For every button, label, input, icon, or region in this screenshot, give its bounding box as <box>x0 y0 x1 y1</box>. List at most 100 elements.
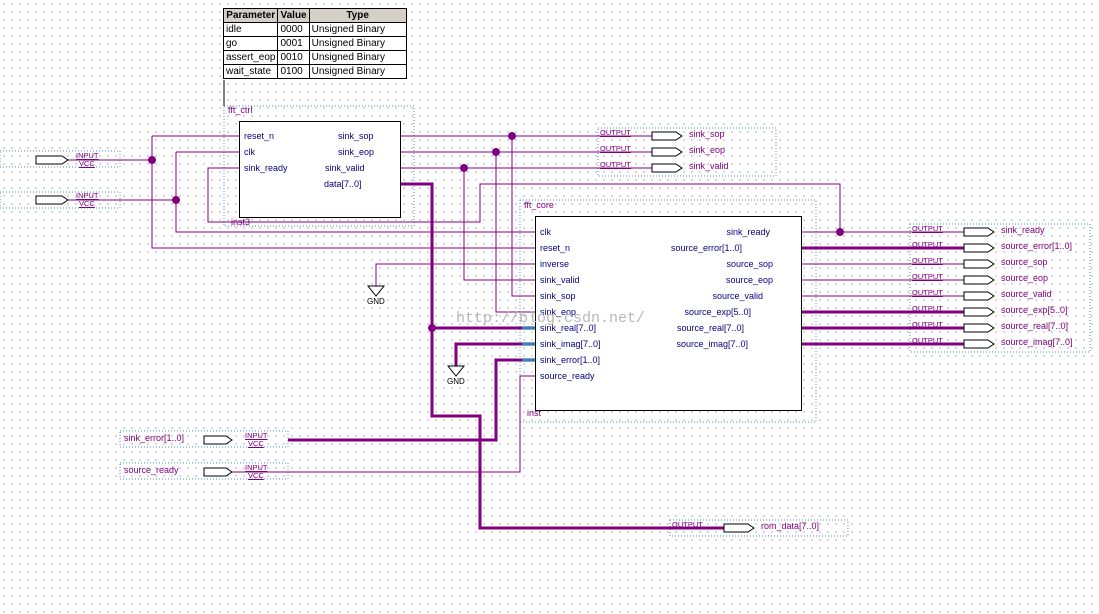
input-pin-icon <box>203 435 233 445</box>
output-pin-name-sink-valid: sink_valid <box>689 161 729 171</box>
output-pin-name-source-exp: source_exp[5..0] <box>1001 305 1068 315</box>
core-input-sink-valid: sink_valid <box>540 275 580 285</box>
output-pin-name-rom-data: rom_data[7..0] <box>761 521 820 531</box>
output-pin-name-source-error: source_error[1..0] <box>1001 241 1073 251</box>
core-output-source-exp: source_exp[5..0] <box>684 307 751 317</box>
output-pin-name-source-eop: source_eop <box>1001 273 1049 283</box>
output-pin-icon <box>651 131 683 141</box>
output-pin-kind: OUTPUT <box>600 144 631 153</box>
junction-dot <box>460 164 468 172</box>
core-input-sink-imag: sink_imag[7..0] <box>540 339 601 349</box>
output-pin-icon <box>963 227 995 237</box>
output-pin-kind: OUTPUT <box>912 272 943 281</box>
watermark: http://blog.csdn.net/ <box>456 310 646 327</box>
input-pin-icon <box>203 467 233 477</box>
input-pin-frame-3 <box>119 430 289 448</box>
core-input-clk: clk <box>540 227 551 237</box>
junction-dot <box>172 196 180 204</box>
output-pin-name-source-sop: source_sop <box>1001 257 1048 267</box>
input-pin-icon <box>35 155 69 165</box>
input-pin-kind: INPUT <box>76 151 99 160</box>
core-input-source-ready: source_ready <box>540 371 595 381</box>
input-pin-kind: INPUT <box>76 191 99 200</box>
ctrl-input-reset-n: reset_n <box>244 131 275 141</box>
output-pin-kind: OUTPUT <box>912 256 943 265</box>
table-row: wait_state 0100 Unsigned Binary <box>222 64 407 79</box>
core-input-reset-n: reset_n <box>540 243 571 253</box>
output-pin-kind: OUTPUT <box>672 520 703 529</box>
fft-ctrl-frame <box>223 105 415 227</box>
output-pin-kind: OUTPUT <box>600 160 631 169</box>
output-pin-kind: OUTPUT <box>912 304 943 313</box>
fft-core-instance: inst <box>527 408 542 418</box>
input-pin-default: VCC <box>248 439 264 448</box>
ctrl-output-sink-sop: sink_sop <box>338 131 374 141</box>
core-output-source-eop: source_eop <box>725 275 773 285</box>
input-pin-frame-1 <box>0 150 121 168</box>
core-output-source-sop: source_sop <box>726 259 773 269</box>
output-pin-icon <box>651 163 683 173</box>
gnd-label: GND <box>447 377 465 386</box>
core-output-source-error: source_error[1..0] <box>670 243 742 253</box>
fft-ctrl-block[interactable] <box>239 121 401 218</box>
core-output-source-valid: source_valid <box>712 291 763 301</box>
input-pin-name-source-ready: source_ready <box>124 465 179 475</box>
gnd-symbol <box>366 285 386 297</box>
output-pin-kind: OUTPUT <box>912 288 943 297</box>
core-output-source-imag: source_imag[7..0] <box>676 339 748 349</box>
value-cell: 0100 <box>277 64 310 79</box>
core-output-sink-ready: sink_ready <box>726 227 770 237</box>
input-pin-kind: INPUT <box>245 463 268 472</box>
ctrl-input-sink-ready: sink_ready <box>244 163 288 173</box>
gnd-symbol <box>446 365 466 377</box>
output-pin-icon <box>963 291 995 301</box>
output-pin-name-sink-sop: sink_sop <box>689 129 725 139</box>
output-pin-icon <box>651 147 683 157</box>
junction-dot <box>148 156 156 164</box>
rom-output-frame <box>669 519 849 537</box>
input-pin-frame-4 <box>119 462 289 480</box>
output-pin-icon <box>963 259 995 269</box>
output-pin-kind: OUTPUT <box>912 240 943 249</box>
output-pin-name-source-valid: source_valid <box>1001 289 1052 299</box>
fft-ctrl-instance: inst3 <box>231 217 251 227</box>
value-header: Value <box>277 8 310 23</box>
output-pin-kind: OUTPUT <box>912 336 943 345</box>
table-row: idle 0000 Unsigned Binary <box>222 22 407 37</box>
fft-core-frame <box>519 199 817 423</box>
junction-dot <box>508 132 516 140</box>
input-pin-default: VCC <box>79 199 95 208</box>
type-cell: Unsigned Binary <box>308 64 407 79</box>
core-output-source-real: source_real[7..0] <box>676 323 744 333</box>
output-pin-kind: OUTPUT <box>600 128 631 137</box>
output-pin-name-sink-eop: sink_eop <box>689 145 726 155</box>
output-pin-icon <box>963 339 995 349</box>
output-pin-kind: OUTPUT <box>912 224 943 233</box>
core-input-inverse: inverse <box>540 259 570 269</box>
core-input-sink-error: sink_error[1..0] <box>540 355 601 365</box>
fft-core-block[interactable] <box>535 216 802 411</box>
output-pin-icon <box>963 307 995 317</box>
output-pin-name-source-imag: source_imag[7..0] <box>1001 337 1073 347</box>
ctrl-output-frame <box>597 127 777 177</box>
core-output-frame <box>909 223 1091 353</box>
output-pin-name-sink-ready: sink_ready <box>1001 225 1045 235</box>
input-pin-default: VCC <box>248 471 264 480</box>
gnd-label: GND <box>367 297 385 306</box>
ctrl-output-sink-valid: sink_valid <box>325 163 365 173</box>
core-input-sink-sop: sink_sop <box>540 291 576 301</box>
junction-dot <box>428 324 436 332</box>
output-pin-name-source-real: source_real[7..0] <box>1001 321 1069 331</box>
parameter-table: Parameter Value Type idle 0000 Unsigned … <box>222 8 407 79</box>
fft-ctrl-title: fft_ctrl <box>228 105 253 115</box>
core-input-sink-real: sink_real[7..0] <box>540 323 597 333</box>
fft-core-title: fft_core <box>524 200 554 210</box>
output-pin-icon <box>963 243 995 253</box>
input-pin-icon <box>35 195 69 205</box>
input-pin-kind: INPUT <box>245 431 268 440</box>
parameter-cell: wait_state <box>222 64 279 79</box>
output-pin-icon <box>963 323 995 333</box>
output-pin-icon <box>963 275 995 285</box>
junction-dot <box>836 228 844 236</box>
